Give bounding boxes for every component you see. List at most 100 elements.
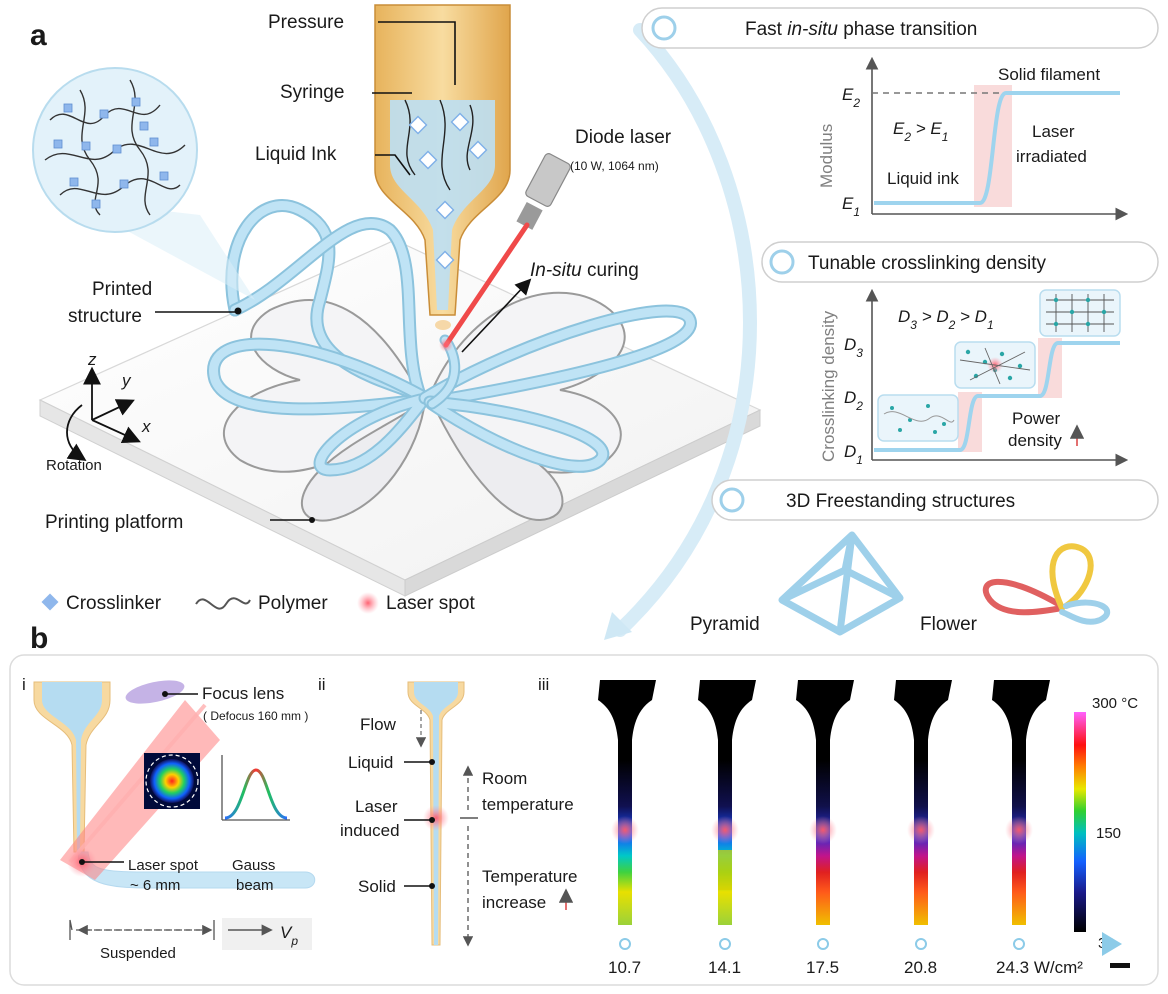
power-value-5-num: 24.3 [996,958,1029,977]
liquid-label: Liquid [348,753,393,772]
diode-laser [439,153,571,352]
network-inset-mid [954,341,1036,389]
suspended-label: Suspended [100,945,176,962]
laser-spot-label-2: ~ 6 mm [130,877,180,894]
modulus-curve [874,91,1120,205]
crosslinking-panel: Tunable crosslinking density Crosslinkin… [761,241,1159,467]
e-relation: E2 > E1 [893,119,948,144]
thermal-filament-4 [894,680,952,925]
phase-header: Fast in-situ phase transition [745,19,977,40]
crosslink-ylabel: Crosslinking density [819,310,838,462]
scale-bar [1110,963,1130,968]
power-unit: W/cm² [1029,958,1083,977]
d3-main: D [844,335,856,354]
freestanding-bullet-icon [719,487,745,513]
sub-panel-ii: ii Flow Liquid Laser induced Solid Room … [318,675,577,947]
d-rel-a: D [898,307,910,326]
phase-bullet-icon [651,15,677,41]
laser-spec-label: (10 W, 1064 nm) [570,159,659,173]
room-temp-label-2: temperature [482,795,574,814]
legend-polymer: Polymer [258,593,328,614]
colorbar-max: 300 °C [1092,695,1138,712]
sub-ii-label: ii [318,675,326,694]
pyramid-structure [778,531,904,636]
phase-header-1: Fast [745,19,787,40]
defocus-label: ( Defocus 160 mm ) [203,709,308,723]
laser-induced-label-2: induced [340,821,400,840]
d-relation: D3 > D2 > D1 [898,307,994,332]
pressure-label: Pressure [268,12,344,33]
crosslink-bullet-icon [769,249,795,275]
sub-iii-label: iii [538,675,549,694]
d1-main: D [844,442,856,461]
vp-sub: p [290,934,298,948]
phase-transition-panel: Fast in-situ phase transition Modulus E2… [641,7,1159,221]
temp-increase-label-2: increase [482,893,546,912]
power-axis-arrowhead [1102,932,1122,956]
panel-a-legend: Crosslinker Polymer Laser spot [41,592,475,614]
sub-panel-i: i Focus lens ( Defocus 160 mm ) Laser sp… [22,675,316,962]
solid-label: Solid [358,877,396,896]
panel-a-label: a [30,19,47,52]
freestanding-header-pill [711,479,1159,521]
phase-header-2: phase transition [838,19,977,40]
flower-structure [982,543,1110,625]
laser-spot-label-1: Laser spot [128,857,199,874]
panel-b: b i Focus lens ( Defocus 160 mm ) Laser … [9,622,1159,986]
d2-sub: 2 [855,399,863,413]
panel-a: a [30,4,762,614]
vp-box [222,918,312,950]
in-situ-text: In-situ [530,260,582,281]
laser-label-1: Laser [1032,122,1075,141]
vp-main: V [280,923,293,942]
freestanding-header: 3D Freestanding structures [786,491,1015,512]
solid-filament-label: Solid filament [998,65,1100,84]
y-axis-label: y [121,371,132,390]
e-rel-sb: 1 [942,130,949,144]
power-value-1: 10.7 [608,958,641,977]
curing-text: curing [582,260,639,281]
panel-b-label: b [30,622,48,655]
e-rel-sa: 2 [903,130,911,144]
syringe-label: Syringe [280,82,344,103]
syringe [374,4,511,330]
printed-structure [207,199,697,477]
network-magnifier [32,67,255,300]
crosslink-curve [874,341,1120,452]
room-temp-label-1: Room [482,769,527,788]
coordinate-axes: z y x Rotation [46,350,151,474]
power-label-1: Power [1012,409,1061,428]
liquid-ink-curve-label: Liquid ink [887,169,959,188]
focus-lens-icon [125,680,185,704]
diode-laser-label: Diode laser [575,127,672,148]
sub-i-label: i [22,675,26,694]
thermal-filament-2 [698,680,756,925]
power-label-2: density [1008,431,1062,450]
phase-header-italic: in-situ [787,19,838,40]
modulus-ylabel: Modulus [817,124,836,188]
power-axis-markers [619,938,1025,950]
crosslink-header: Tunable crosslinking density [808,253,1046,274]
flow-label: Flow [360,715,397,734]
vp-label: Vp [280,923,298,948]
printed-label-1: Printed [92,279,152,300]
d-rel-gt2: > D [955,307,987,326]
z-axis-label: z [87,350,97,369]
crosslinker-icon [41,593,59,611]
x-axis-label: x [141,417,151,436]
power-value-4: 20.8 [904,958,937,977]
network-inset-low [877,394,959,442]
d2-tick: D2 [844,388,863,413]
laser-induced-label-1: Laser [355,797,398,816]
e1-tick: E1 [842,194,860,219]
crosslink-header-pill [761,241,1159,283]
d3-sub: 3 [856,346,863,360]
power-value-2: 14.1 [708,958,741,977]
thermal-filament-3 [796,680,854,925]
temp-increase-label-1: Temperature [482,867,577,886]
e1-sub: 1 [853,205,860,219]
e-rel-a: E [893,119,905,138]
printing-platform-label: Printing platform [45,512,183,533]
legend-laser-spot: Laser spot [386,593,475,614]
